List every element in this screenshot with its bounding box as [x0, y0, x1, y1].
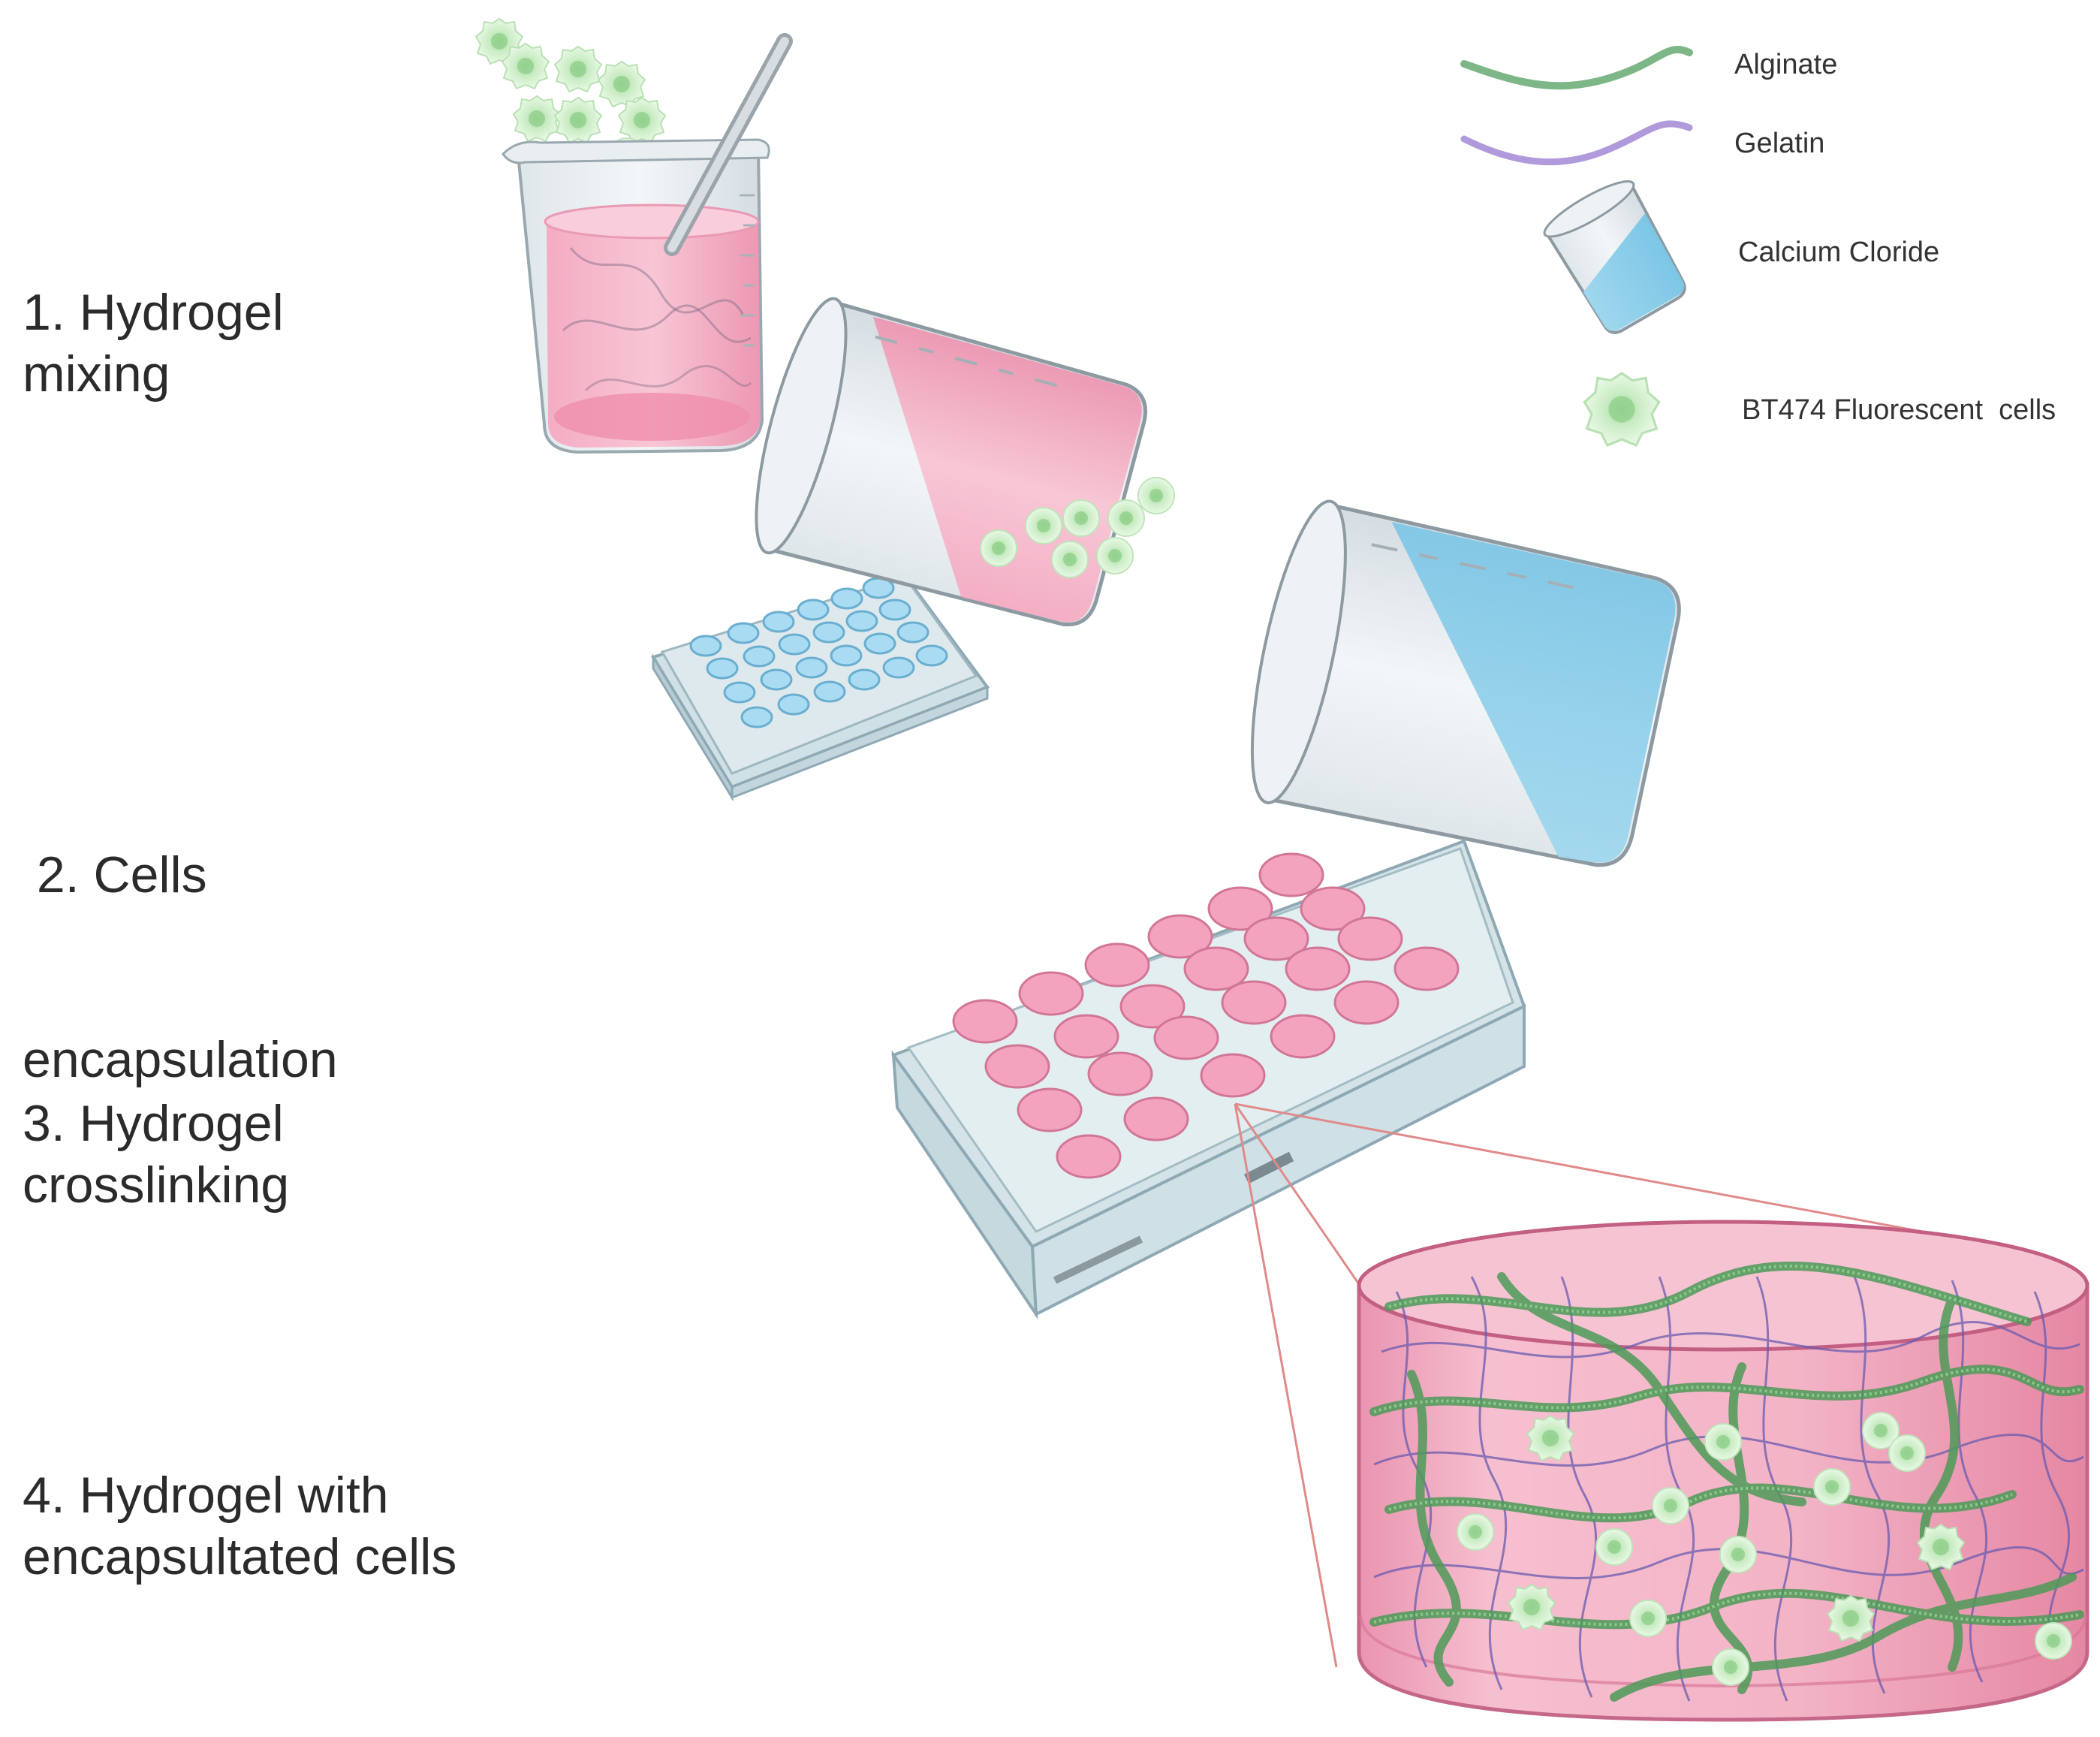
step-4-label: 4. Hydrogel with encapsultated cells — [23, 1464, 456, 1588]
step-1-label: 1. Hydrogel mixing — [23, 282, 284, 405]
step-4-line-1: 4. Hydrogel with — [23, 1467, 389, 1524]
alginate-legend-icon — [1460, 46, 1693, 90]
legend-alginate-label: Alginate — [1734, 49, 1838, 80]
step-1-line-1: 1. Hydrogel — [23, 284, 284, 341]
step-2-label: 2. Cells encapsulation — [23, 721, 338, 1214]
gelatin-legend-icon — [1460, 120, 1693, 166]
hydrogel-cylinder — [1357, 1220, 2089, 1722]
pouring-beaker-cells — [755, 297, 1148, 627]
mixing-beaker — [475, 18, 793, 454]
step-1-line-2: mixing — [23, 345, 170, 403]
cell-legend-icon — [1583, 372, 1661, 447]
step-2-line-2: encapsulation — [23, 1031, 338, 1088]
step-3-line-1: 3. Hydrogel — [23, 1095, 284, 1152]
legend-cells-label: BT474 Fluorescent cells — [1742, 394, 2056, 426]
step-3-line-2: crosslinking — [23, 1156, 290, 1214]
small-well-plate — [650, 575, 990, 802]
legend-calcium-label: Calcium Cloride — [1738, 237, 1940, 268]
step-3-label: 3. Hydrogel crosslinking — [23, 1093, 289, 1216]
zoom-lines — [1234, 1102, 1923, 1668]
legend-gelatin-label: Gelatin — [1734, 128, 1825, 159]
step-2-line-1: 2. Cells — [23, 846, 207, 903]
step-4-line-2: encapsultated cells — [23, 1528, 457, 1585]
calcium-beaker-legend-icon — [1543, 180, 1686, 334]
large-well-plate — [890, 839, 1526, 1320]
pouring-beaker-calcium — [1250, 499, 1681, 867]
